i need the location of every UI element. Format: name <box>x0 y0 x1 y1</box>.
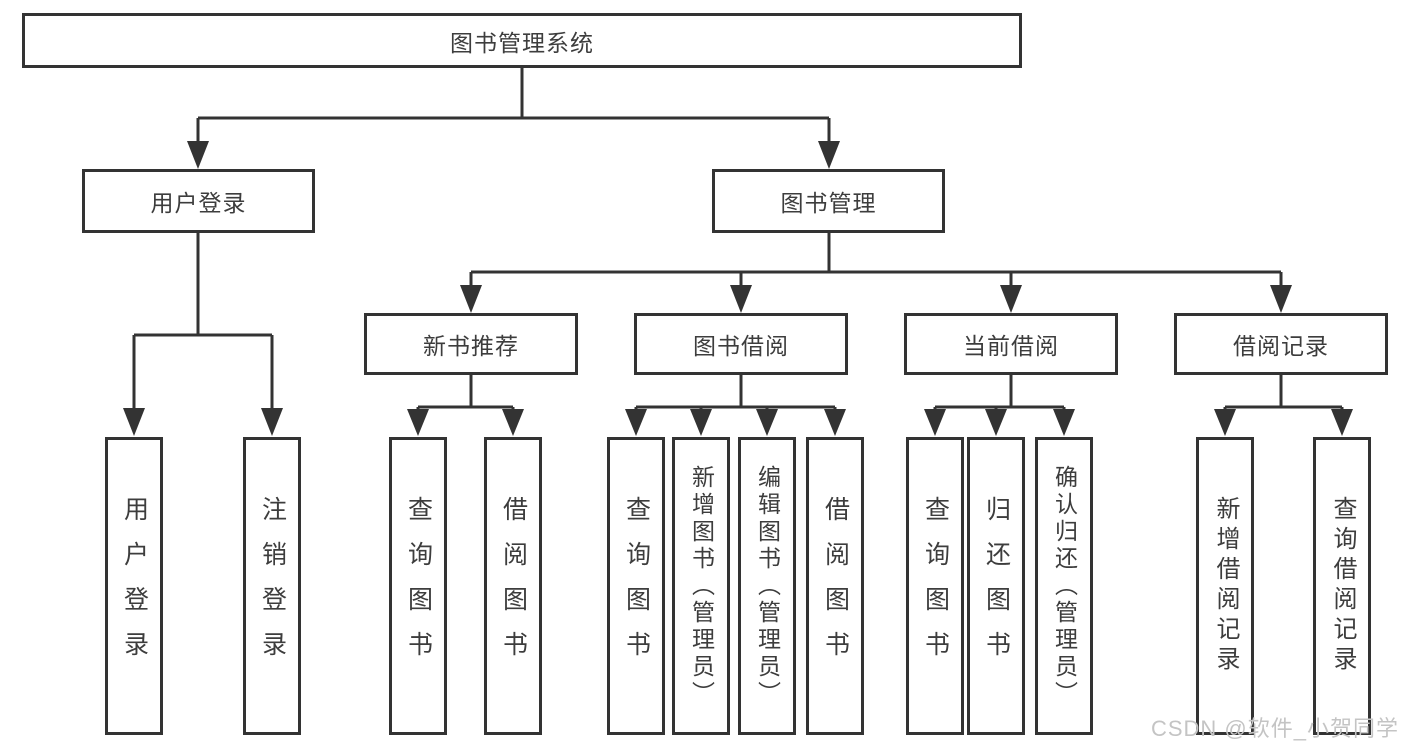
node-leaf-add-book-admin: 新增图书（管理员） <box>672 437 730 735</box>
leaf-label: 确认归还（管理员） <box>1051 464 1078 708</box>
leaf-label: 查询图书 <box>921 496 950 676</box>
node-user-login: 用户登录 <box>82 169 315 233</box>
leaf-label: 注销登录 <box>258 496 287 676</box>
node-leaf-query-books-current: 查询图书 <box>906 437 964 735</box>
node-book-management: 图书管理 <box>712 169 945 233</box>
arrowheads <box>123 141 1353 436</box>
node-leaf-add-borrow-record: 新增借阅记录 <box>1196 437 1254 735</box>
node-leaf-borrow-books-recommend: 借阅图书 <box>484 437 542 735</box>
node-borrowing-records: 借阅记录 <box>1174 313 1388 375</box>
node-leaf-borrow-books: 借阅图书 <box>806 437 864 735</box>
leaf-label: 查询借阅记录 <box>1329 496 1356 676</box>
csdn-watermark: CSDN @软件_小贺同学 <box>1150 716 1399 741</box>
node-leaf-logout: 注销登录 <box>243 437 301 735</box>
node-book-borrowing: 图书借阅 <box>634 313 848 375</box>
leaf-label: 新增图书（管理员） <box>688 464 715 708</box>
leaf-label: 新增借阅记录 <box>1212 496 1239 676</box>
node-leaf-query-books-recommend: 查询图书 <box>389 437 447 735</box>
leaf-label: 借阅图书 <box>821 496 850 676</box>
leaf-label: 用户登录 <box>120 496 149 676</box>
leaf-label: 归还图书 <box>982 496 1011 676</box>
node-new-book-recommend: 新书推荐 <box>364 313 578 375</box>
node-leaf-return-book: 归还图书 <box>967 437 1025 735</box>
node-leaf-query-books-borrow: 查询图书 <box>607 437 665 735</box>
node-leaf-user-login: 用户登录 <box>105 437 163 735</box>
leaf-label: 编辑图书（管理员） <box>754 464 781 708</box>
leaf-label: 查询图书 <box>404 496 433 676</box>
node-library-system: 图书管理系统 <box>22 13 1022 68</box>
node-leaf-edit-book-admin: 编辑图书（管理员） <box>738 437 796 735</box>
node-current-borrowing: 当前借阅 <box>904 313 1118 375</box>
leaf-label: 借阅图书 <box>499 496 528 676</box>
node-leaf-confirm-return-admin: 确认归还（管理员） <box>1035 437 1093 735</box>
leaf-label: 查询图书 <box>622 496 651 676</box>
node-leaf-query-borrow-record: 查询借阅记录 <box>1313 437 1371 735</box>
